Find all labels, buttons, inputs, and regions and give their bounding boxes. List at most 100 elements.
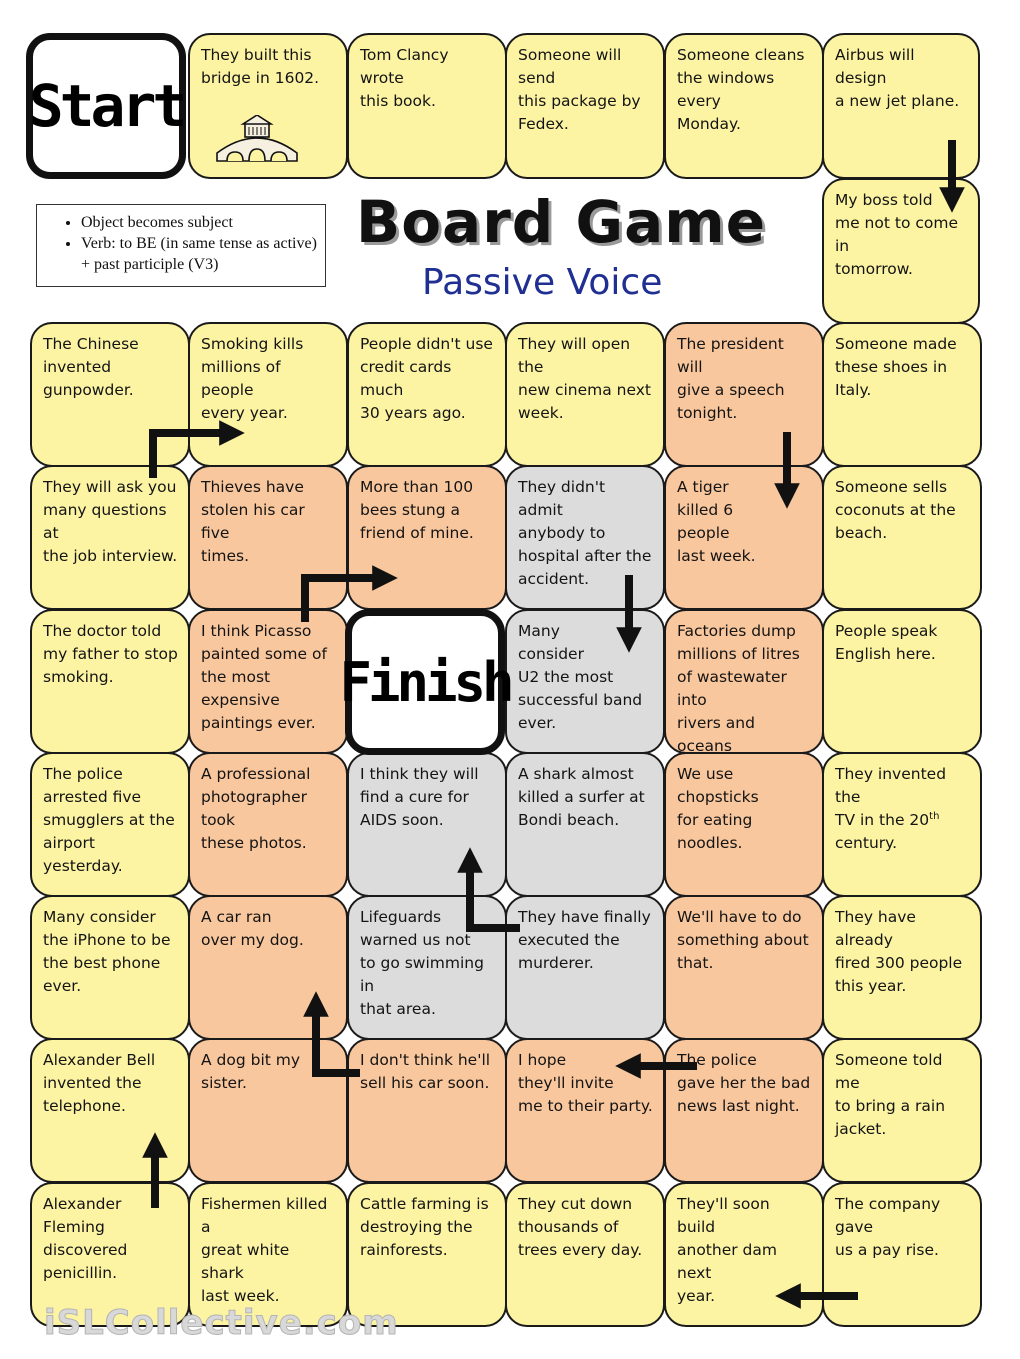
- watermark: iSLCollective.com: [44, 1303, 399, 1344]
- square-text: A shark almost killed a surfer at Bondi …: [518, 765, 645, 829]
- square-text: They have already fired 300 people this …: [835, 908, 963, 995]
- square-text: Airbus will design a new jet plane.: [835, 46, 960, 110]
- board-square[interactable]: The doctor told my father to stop smokin…: [30, 609, 190, 754]
- square-text: The police gave her the bad news last ni…: [677, 1051, 811, 1115]
- board-square[interactable]: They invented the TV in the 20th century…: [822, 752, 982, 897]
- square-text-tail: century.: [835, 834, 898, 852]
- square-text: More than 100 bees stung a friend of min…: [360, 478, 474, 542]
- square-text: Someone made these shoes in Italy.: [835, 335, 957, 399]
- square-text: I don't think he'll sell his car soon.: [360, 1051, 491, 1092]
- square-text: They didn't admit anybody to hospital af…: [518, 478, 652, 588]
- square-text: People didn't use credit cards much 30 y…: [360, 335, 493, 422]
- board-square[interactable]: The Chinese invented gunpowder.: [30, 322, 190, 467]
- square-text: Alexander Fleming discovered penicillin.: [43, 1195, 128, 1282]
- square-text: A professional photographer took these p…: [201, 765, 311, 852]
- square-text: A tiger killed 6 people last week.: [677, 478, 756, 565]
- square-text: Many consider the iPhone to be the best …: [43, 908, 171, 995]
- square-text: Smoking kills millions of people every y…: [201, 335, 304, 422]
- board-square[interactable]: The president will give a speech tonight…: [664, 322, 824, 467]
- board-square[interactable]: We'll have to do something about that.: [664, 895, 824, 1040]
- board-square[interactable]: A shark almost killed a surfer at Bondi …: [505, 752, 665, 897]
- board-square[interactable]: They will ask you many questions at the …: [30, 465, 190, 610]
- board-square[interactable]: Many consider the iPhone to be the best …: [30, 895, 190, 1040]
- board-square[interactable]: We use chopsticks for eating noodles.: [664, 752, 824, 897]
- square-text: They'll soon build another dam next year…: [677, 1195, 777, 1305]
- square-text: The doctor told my father to stop smokin…: [43, 622, 178, 686]
- rule-item: Object becomes subject: [81, 212, 319, 233]
- board-square[interactable]: Alexander Bell invented the telephone.: [30, 1038, 190, 1183]
- board-square[interactable]: A dog bit my sister.: [188, 1038, 348, 1183]
- square-text: The Chinese invented gunpowder.: [43, 335, 139, 399]
- square-text: They will open the new cinema next week.: [518, 335, 652, 422]
- square-text: Thieves have stolen his car five times.: [201, 478, 305, 565]
- board-square[interactable]: I hope they'll invite me to their party.: [505, 1038, 665, 1183]
- board-square[interactable]: They built this bridge in 1602.: [188, 33, 348, 179]
- page-title: Board Game: [356, 188, 767, 256]
- board-square[interactable]: Many consider U2 the most successful ban…: [505, 609, 665, 754]
- board-square[interactable]: They have already fired 300 people this …: [822, 895, 982, 1040]
- square-text: We'll have to do something about that.: [677, 908, 809, 972]
- square-text: I think Picasso painted some of the most…: [201, 622, 327, 732]
- square-text: I think they will find a cure for AIDS s…: [360, 765, 479, 829]
- square-text: Someone cleans the windows every Monday.: [677, 46, 805, 133]
- board-square[interactable]: Someone told me to bring a rain jacket.: [822, 1038, 982, 1183]
- board-square[interactable]: A car ran over my dog.: [188, 895, 348, 1040]
- board-square[interactable]: People didn't use credit cards much 30 y…: [347, 322, 507, 467]
- square-text: The police arrested five smugglers at th…: [43, 765, 175, 875]
- board-square[interactable]: Alexander Fleming discovered penicillin.: [30, 1182, 190, 1327]
- square-text: Factories dump millions of litres of was…: [677, 622, 800, 754]
- board-square[interactable]: Tom Clancy wrote this book.: [347, 33, 507, 179]
- board-square[interactable]: A professional photographer took these p…: [188, 752, 348, 897]
- board-square[interactable]: My boss told me not to come in tomorrow.: [822, 178, 980, 324]
- board-square[interactable]: The company gave us a pay rise.: [822, 1182, 982, 1327]
- square-text: Lifeguards warned us not to go swimming …: [360, 908, 484, 1018]
- board-square[interactable]: Thieves have stolen his car five times.: [188, 465, 348, 610]
- board-square[interactable]: I think Picasso painted some of the most…: [188, 609, 348, 754]
- board-square[interactable]: Fishermen killed a great white shark las…: [188, 1182, 348, 1327]
- board-square[interactable]: They will open the new cinema next week.: [505, 322, 665, 467]
- board-square[interactable]: Airbus will design a new jet plane.: [822, 33, 980, 179]
- square-text: They invented the TV in the 20: [835, 765, 947, 829]
- board-square[interactable]: Someone sells coconuts at the beach.: [822, 465, 982, 610]
- square-text: Someone will send this package by Fedex.: [518, 46, 641, 133]
- page-subtitle: Passive Voice: [422, 262, 663, 303]
- square-text: They built this bridge in 1602.: [201, 46, 320, 87]
- square-text: Tom Clancy wrote this book.: [360, 46, 449, 110]
- board-square[interactable]: I think they will find a cure for AIDS s…: [347, 752, 507, 897]
- board-square[interactable]: I don't think he'll sell his car soon.: [347, 1038, 507, 1183]
- board-square[interactable]: They have finally executed the murderer.: [505, 895, 665, 1040]
- square-text: They will ask you many questions at the …: [43, 478, 178, 565]
- square-text: Someone told me to bring a rain jacket.: [835, 1051, 946, 1138]
- board-square[interactable]: Factories dump millions of litres of was…: [664, 609, 824, 754]
- square-text: Cattle farming is destroying the rainfor…: [360, 1195, 489, 1259]
- rules-box: Object becomes subject Verb: to BE (in s…: [36, 204, 326, 287]
- square-superscript: th: [929, 810, 940, 822]
- board-square[interactable]: Someone will send this package by Fedex.: [505, 33, 665, 179]
- square-text: My boss told me not to come in tomorrow.: [835, 191, 959, 278]
- square-text: The company gave us a pay rise.: [835, 1195, 941, 1259]
- board-square[interactable]: Someone cleans the windows every Monday.: [664, 33, 824, 179]
- board-square[interactable]: The police arrested five smugglers at th…: [30, 752, 190, 897]
- board-square[interactable]: People speak English here.: [822, 609, 982, 754]
- square-text: The president will give a speech tonight…: [677, 335, 785, 422]
- board-square[interactable]: Smoking kills millions of people every y…: [188, 322, 348, 467]
- board-square[interactable]: More than 100 bees stung a friend of min…: [347, 465, 507, 610]
- board-square[interactable]: They'll soon build another dam next year…: [664, 1182, 824, 1327]
- square-text: We use chopsticks for eating noodles.: [677, 765, 759, 852]
- board-square[interactable]: The police gave her the bad news last ni…: [664, 1038, 824, 1183]
- square-text: I hope they'll invite me to their party.: [518, 1051, 653, 1115]
- square-text: Many consider U2 the most successful ban…: [518, 622, 643, 732]
- board-square[interactable]: Lifeguards warned us not to go swimming …: [347, 895, 507, 1040]
- board-square[interactable]: They didn't admit anybody to hospital af…: [505, 465, 665, 610]
- finish-square[interactable]: Finish: [339, 609, 515, 755]
- square-text: They cut down thousands of trees every d…: [518, 1195, 643, 1259]
- board-square[interactable]: A tiger killed 6 people last week.: [664, 465, 824, 610]
- square-text: Alexander Bell invented the telephone.: [43, 1051, 156, 1115]
- start-square[interactable]: Start: [26, 33, 187, 179]
- board-square[interactable]: Someone made these shoes in Italy.: [822, 322, 982, 467]
- board-square[interactable]: Cattle farming is destroying the rainfor…: [347, 1182, 507, 1327]
- board-square[interactable]: They cut down thousands of trees every d…: [505, 1182, 665, 1327]
- square-text: Fishermen killed a great white shark las…: [201, 1195, 328, 1305]
- square-text: A car ran over my dog.: [201, 908, 304, 949]
